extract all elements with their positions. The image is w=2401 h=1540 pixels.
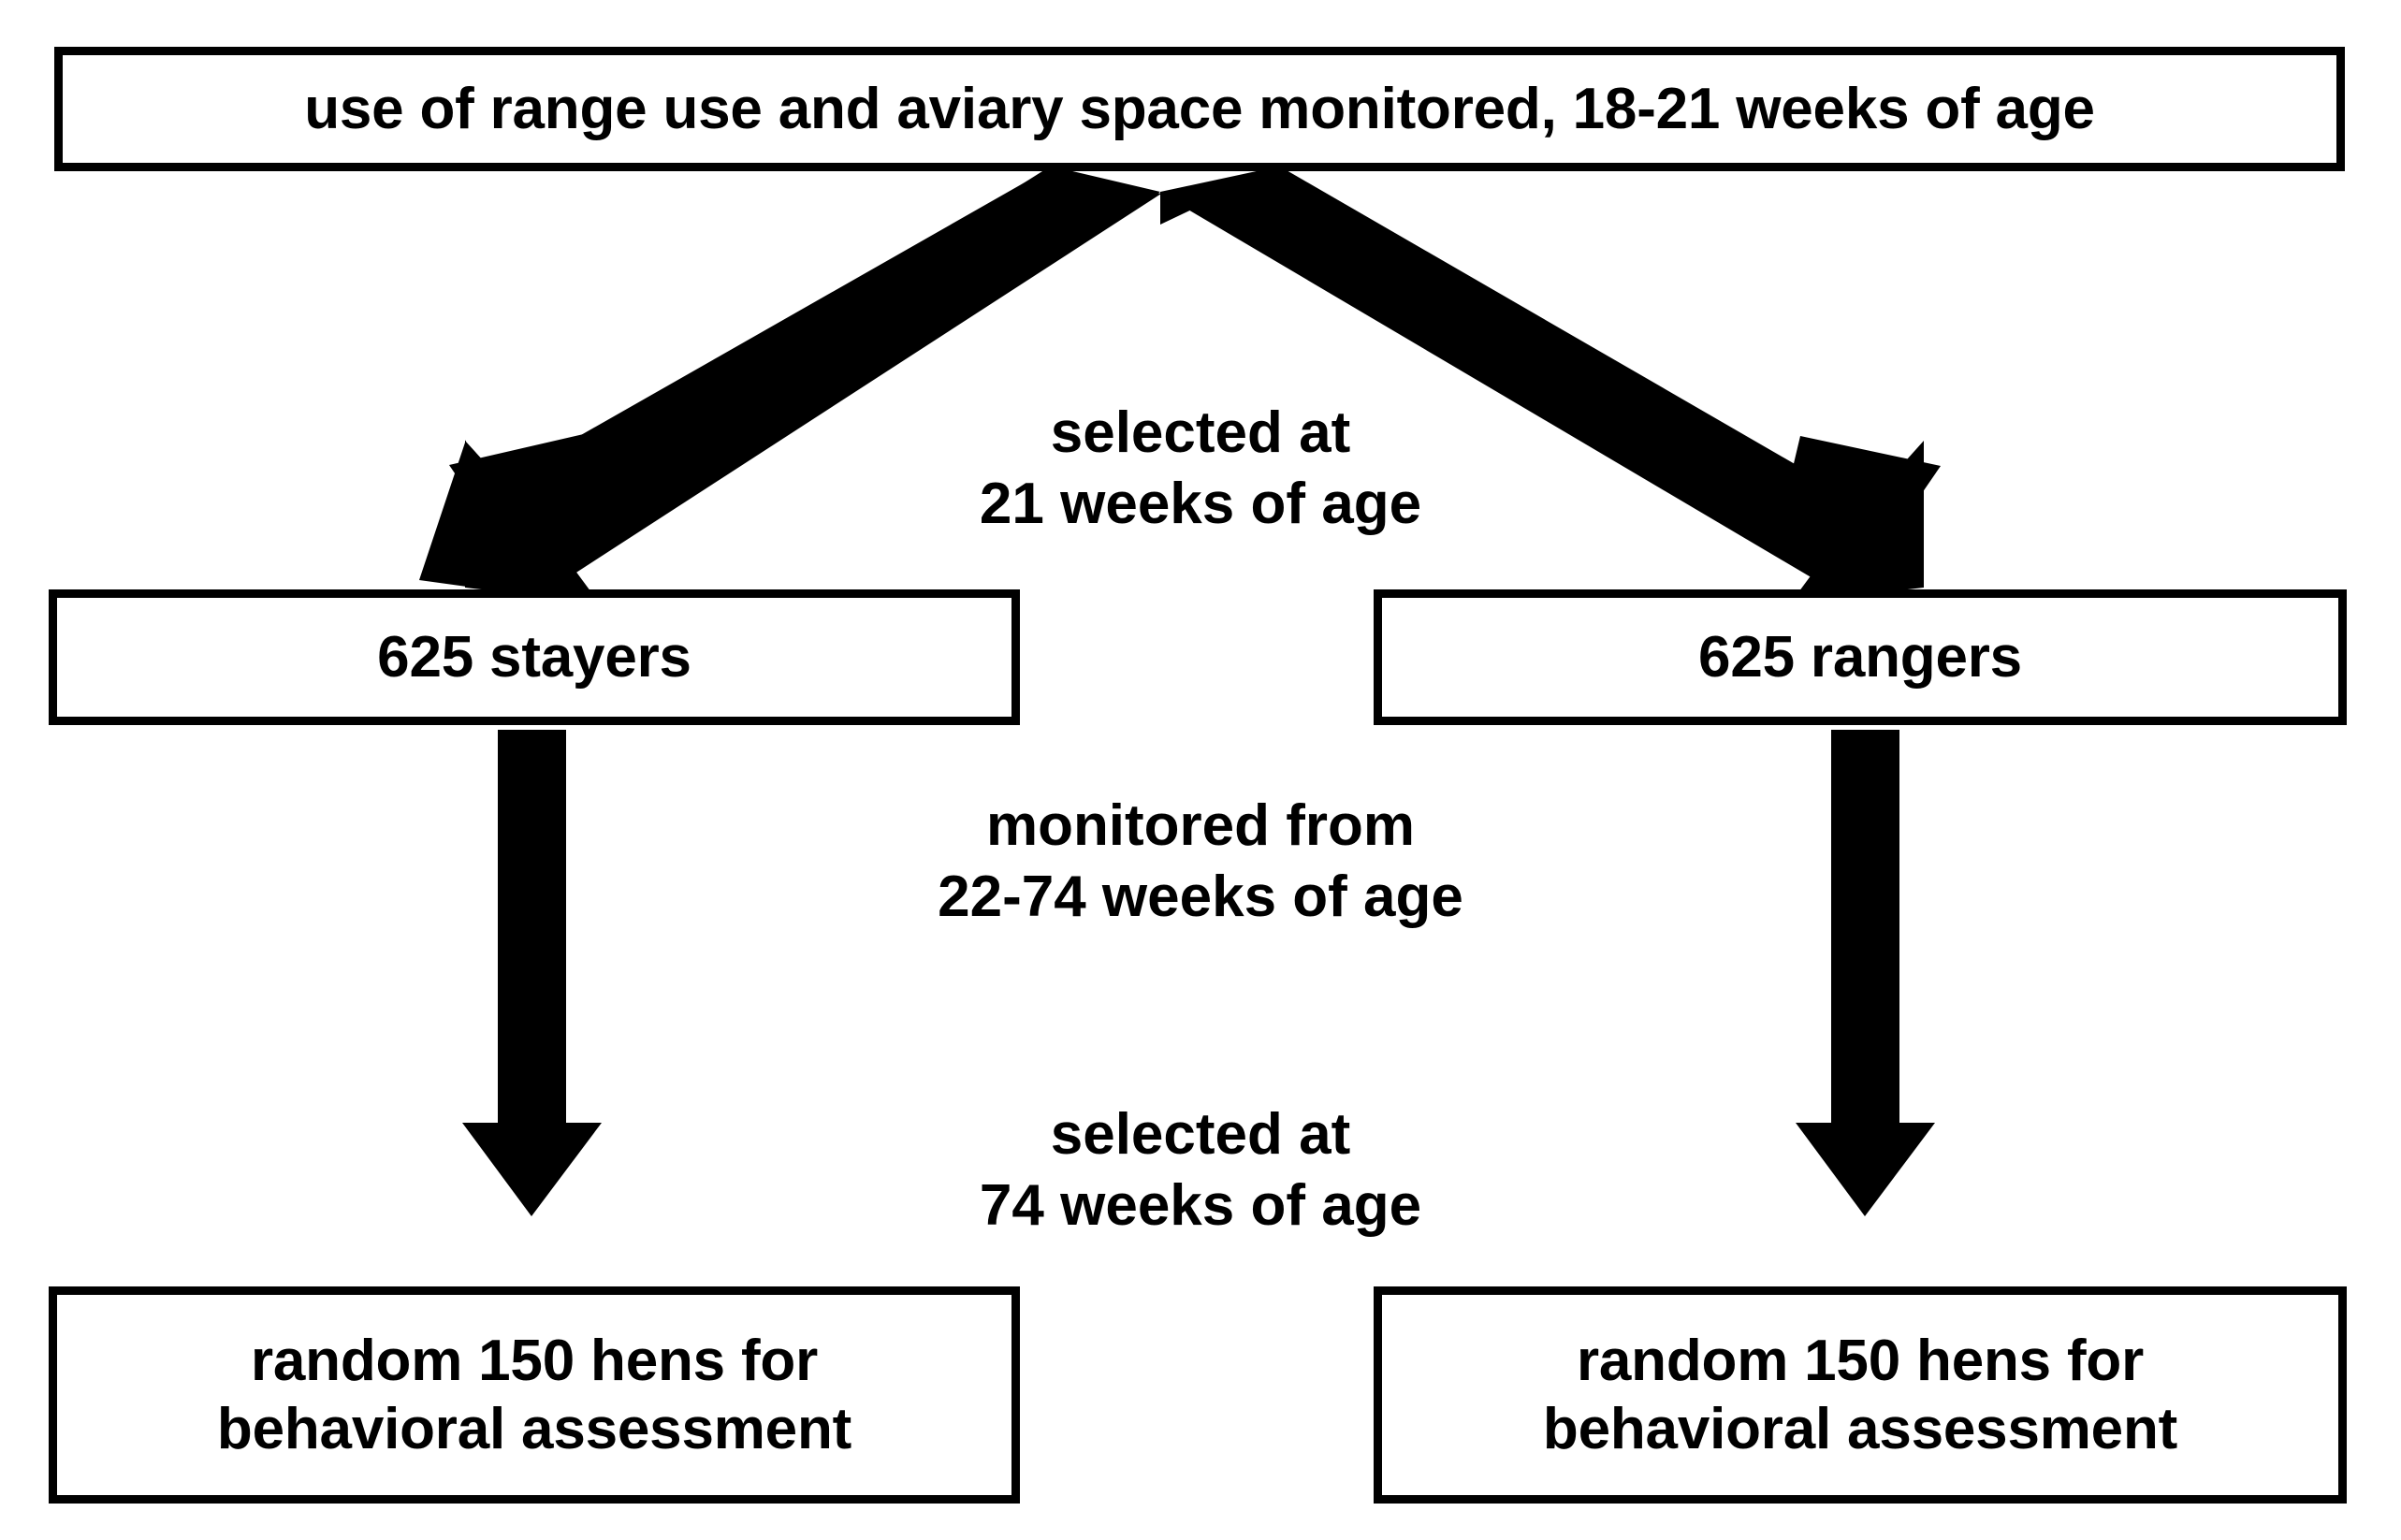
rangers-assessment-node-label: random 150 hens for behavioral assessmen… bbox=[1542, 1328, 2178, 1461]
monitoring-node: use of range use and aviary space monito… bbox=[54, 47, 2345, 171]
arrow-stayers-to-assessment-group bbox=[462, 730, 602, 1216]
rangers-node-label: 625 rangers bbox=[1698, 624, 2022, 690]
rangers-assessment-node: random 150 hens for behavioral assessmen… bbox=[1374, 1286, 2347, 1504]
stayers-assessment-node-label: random 150 hens for behavioral assessmen… bbox=[216, 1328, 852, 1461]
stayers-assessment-node: random 150 hens for behavioral assessmen… bbox=[49, 1286, 1020, 1504]
edge-label-monitoring-period: monitored from 22-74 weeks of age bbox=[938, 793, 1463, 929]
stayers-node: 625 stayers bbox=[49, 589, 1020, 725]
edge-label-final-selection: selected at 74 weeks of age bbox=[979, 1102, 1422, 1238]
arrow-top-to-stayers-shaft bbox=[1160, 167, 1278, 225]
stayers-node-label: 625 stayers bbox=[377, 624, 691, 690]
arrow-rangers-to-assessment-group bbox=[1796, 730, 1935, 1216]
rangers-node: 625 rangers bbox=[1374, 589, 2347, 725]
monitoring-node-label: use of range use and aviary space monito… bbox=[304, 76, 2095, 141]
edge-label-split: selected at 21 weeks of age bbox=[979, 400, 1422, 536]
